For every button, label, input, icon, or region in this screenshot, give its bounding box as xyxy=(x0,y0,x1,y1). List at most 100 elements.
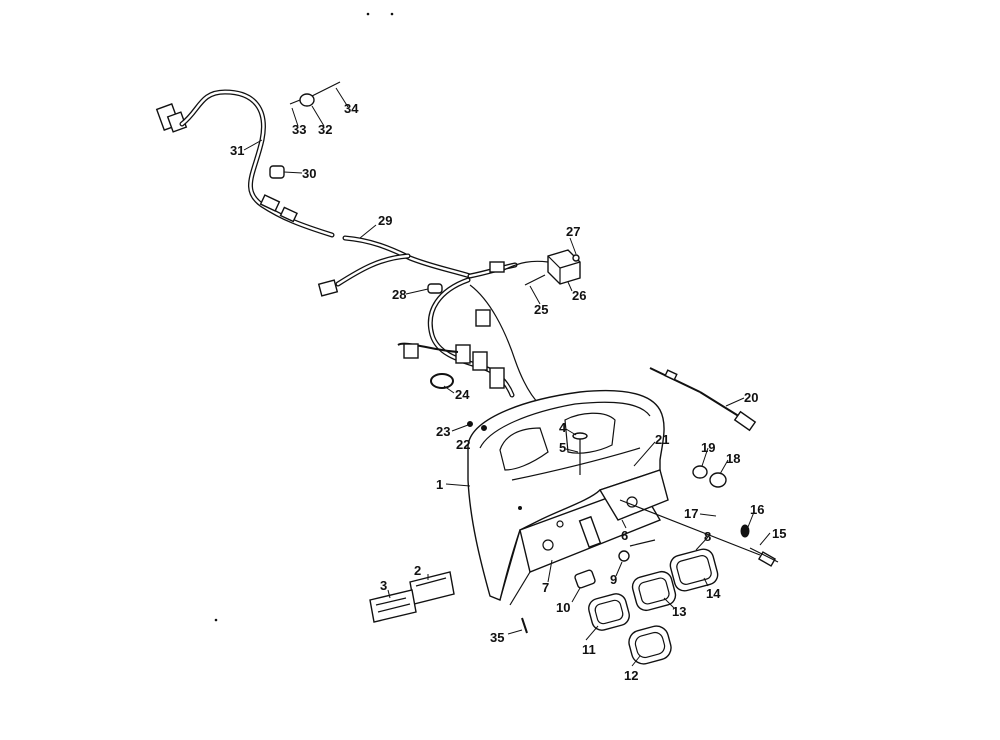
callout-12: 12 xyxy=(624,668,638,683)
callout-1: 1 xyxy=(436,477,443,492)
wiring-harness xyxy=(155,89,549,406)
part-22-clip xyxy=(481,425,487,431)
callout-7: 7 xyxy=(542,580,549,595)
left-lead-connector xyxy=(403,343,419,359)
callout-4: 4 xyxy=(559,420,567,435)
callout-15: 15 xyxy=(772,526,786,541)
harness-29-wire-core xyxy=(343,236,472,278)
part-12-ring-inner xyxy=(634,631,666,659)
decal-text-line xyxy=(375,597,407,606)
cable xyxy=(649,367,701,393)
decal-text-line xyxy=(377,603,411,613)
switch-edge xyxy=(559,261,581,269)
left-lead xyxy=(397,342,459,353)
dash-contour xyxy=(511,447,641,481)
cluster-connector xyxy=(475,309,491,327)
part-11-gauge-face xyxy=(594,599,624,625)
callout-11: 11 xyxy=(582,642,596,657)
callout-6: 6 xyxy=(621,528,628,543)
callout-18: 18 xyxy=(726,451,740,466)
part-24-clamp xyxy=(430,373,454,389)
part-15-connector xyxy=(757,551,777,567)
cable-ferrule xyxy=(664,369,678,381)
grommet-30 xyxy=(269,165,285,179)
part-12-ring xyxy=(628,625,672,665)
dash-panel xyxy=(467,389,669,606)
harness-31-wire xyxy=(179,89,335,238)
callout-33: 33 xyxy=(292,122,306,137)
callout-29: 29 xyxy=(378,213,392,228)
callout-3: 3 xyxy=(380,578,387,593)
part-28-bulb xyxy=(427,283,443,294)
part-20-cable xyxy=(649,367,757,432)
speck xyxy=(366,12,370,16)
callout-9: 9 xyxy=(610,572,617,587)
callout-25: 25 xyxy=(534,302,548,317)
speck xyxy=(390,12,394,16)
part-3-decal xyxy=(369,589,417,623)
cluster-connector xyxy=(455,344,471,364)
right-connector xyxy=(489,261,505,273)
cable-handle xyxy=(733,410,757,432)
parts-32-33-34 xyxy=(289,81,341,107)
cluster-connector xyxy=(472,351,488,371)
part-10-switch xyxy=(574,569,596,589)
part-27-screw xyxy=(572,254,580,262)
part-33-pin xyxy=(289,99,301,105)
dash-edge xyxy=(499,529,521,601)
part-13-bezel xyxy=(631,570,677,612)
part-26-switch xyxy=(547,249,581,285)
callout-labels: 34 32 33 31 30 29 27 26 25 28 24 20 23 2… xyxy=(230,101,786,683)
harness-thin-lead xyxy=(469,284,541,406)
part-34-rod xyxy=(311,81,341,97)
callout-20: 20 xyxy=(744,390,758,405)
callout-27: 27 xyxy=(566,224,580,239)
callout-13: 13 xyxy=(672,604,686,619)
callout-2: 2 xyxy=(414,563,421,578)
gauge-opening-right xyxy=(564,412,616,454)
branch-connector xyxy=(317,279,339,297)
harness-branch xyxy=(335,253,411,287)
callout-31: 31 xyxy=(230,143,244,158)
speck xyxy=(214,618,218,622)
callout-28: 28 xyxy=(392,287,406,302)
part-18-knob xyxy=(709,472,727,488)
part-6-bolt xyxy=(629,539,656,547)
callout-21: 21 xyxy=(655,432,669,447)
part-30-grommet xyxy=(269,165,285,179)
switch-lead xyxy=(503,260,549,271)
callout-26: 26 xyxy=(572,288,586,303)
part-14-gauge xyxy=(669,548,719,592)
part-14-gauge-face xyxy=(676,555,712,585)
switch-edge xyxy=(547,255,561,269)
dash-hole xyxy=(542,539,554,551)
dash-rim xyxy=(479,401,651,449)
inline-connector xyxy=(259,194,281,212)
gauge-opening-left xyxy=(499,427,549,471)
callout-35: 35 xyxy=(490,630,504,645)
callout-19: 19 xyxy=(701,440,715,455)
cluster-connector xyxy=(489,367,505,389)
part-19-washer xyxy=(692,465,708,479)
dash-hole xyxy=(556,520,564,528)
decal-text-line xyxy=(415,577,447,587)
part-16-grommet xyxy=(740,524,750,538)
dash-edge xyxy=(509,571,531,606)
callout-22: 22 xyxy=(456,437,470,452)
part-25-screw xyxy=(524,274,546,286)
part-17-cable xyxy=(619,499,761,556)
harness-branch-core xyxy=(336,254,410,286)
callout-5: 5 xyxy=(559,440,566,455)
dash-dot xyxy=(518,506,522,510)
callout-23: 23 xyxy=(436,424,450,439)
callout-8: 8 xyxy=(704,529,711,544)
callout-14: 14 xyxy=(706,586,721,601)
part-23-clip xyxy=(467,421,473,427)
part-11-gauge xyxy=(588,593,630,631)
dash-hole xyxy=(626,496,638,508)
callout-30: 30 xyxy=(302,166,316,181)
dash-fascia-upper xyxy=(598,469,669,521)
dash-slot xyxy=(578,515,602,549)
part-13-bezel-inner xyxy=(638,577,670,605)
